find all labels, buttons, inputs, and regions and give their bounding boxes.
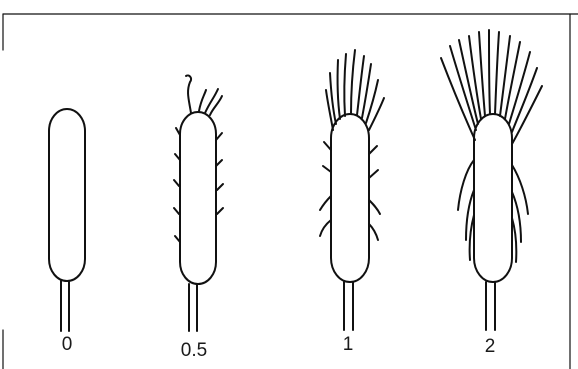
stage-label-0-5: 0.5	[181, 340, 207, 361]
stage-label-1: 1	[343, 334, 354, 355]
stage-label-2: 2	[485, 336, 496, 357]
grain-stage-1	[320, 50, 384, 330]
grain-stage-0	[49, 109, 85, 331]
grain-stage-2	[441, 30, 542, 330]
figure-frame	[3, 14, 578, 369]
grain-stage-0-5	[174, 75, 223, 331]
stage-label-0: 0	[62, 334, 73, 355]
